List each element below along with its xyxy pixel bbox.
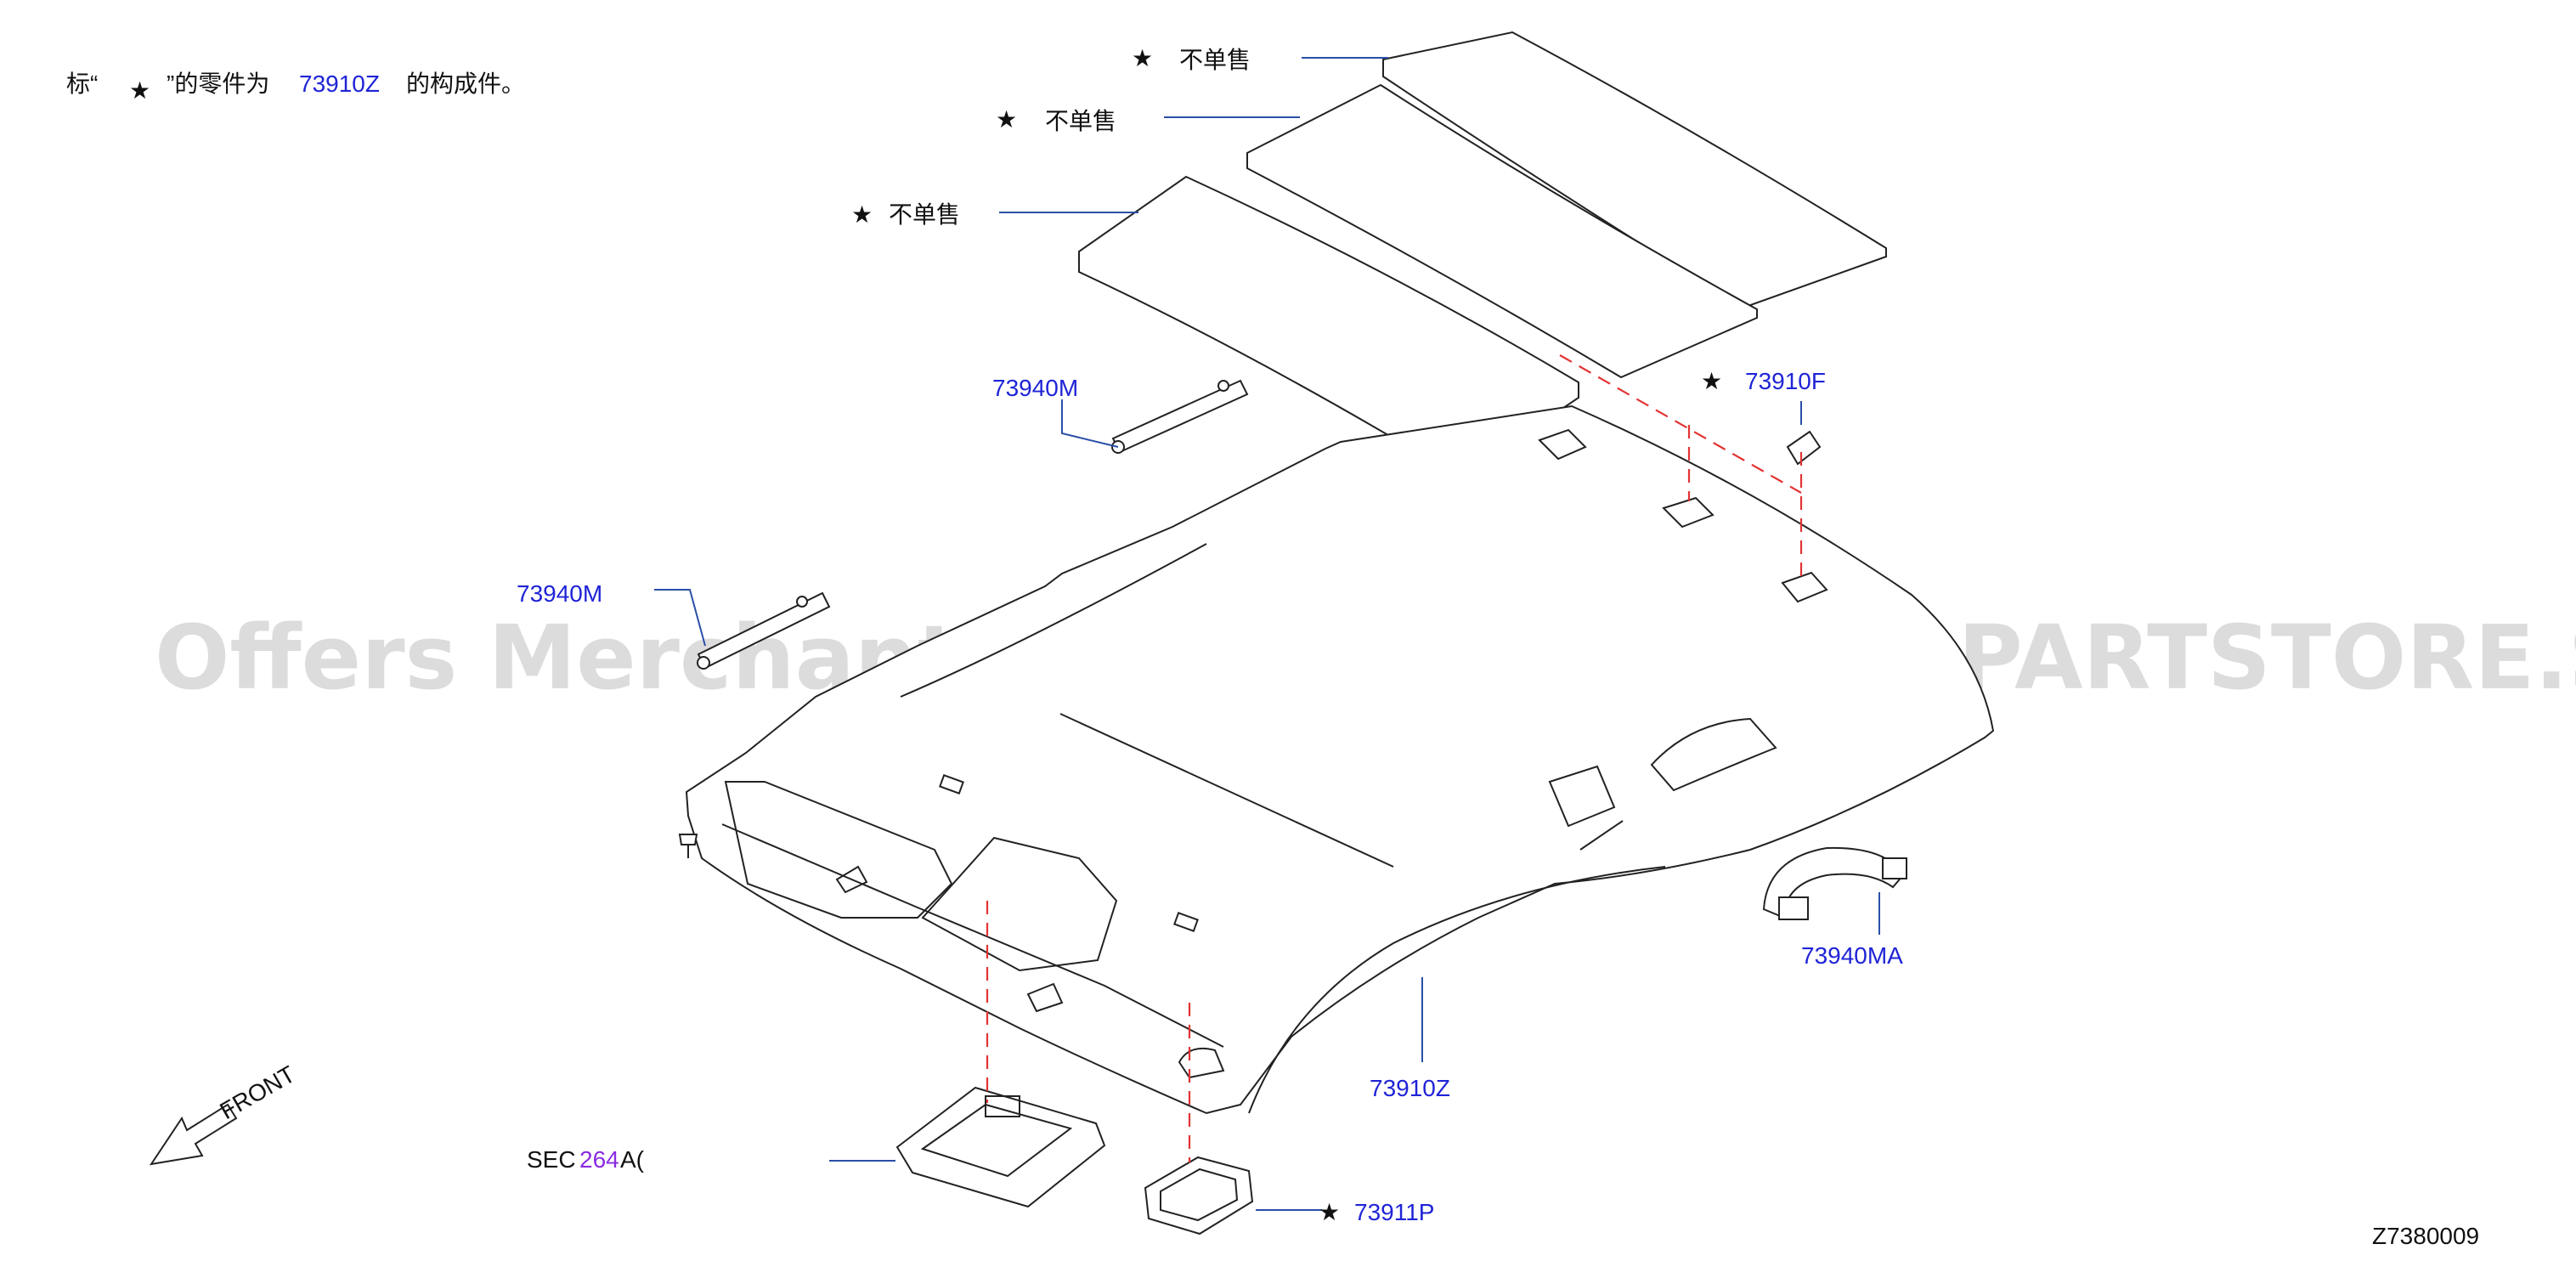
section-reference[interactable]: SEC 264 A( <box>527 1146 645 1173</box>
star-icon: ★ <box>129 77 150 104</box>
map-lamp <box>895 1086 1106 1208</box>
sun-visor-lower <box>697 591 831 670</box>
label-not-sold-2: ★ 不单售 <box>996 106 1116 134</box>
label-73910F[interactable]: ★ 73910F <box>1701 368 1826 394</box>
part-number-73940M-lower[interactable]: 73940M <box>517 580 602 607</box>
front-indicator: FRONT <box>149 1060 300 1166</box>
not-sold-text: 不单售 <box>1045 108 1116 134</box>
label-not-sold-3: ★ 不单售 <box>851 201 960 228</box>
note-prefix: 标“ <box>66 71 98 97</box>
section-suffix: A( <box>620 1146 645 1173</box>
star-icon: ★ <box>996 106 1017 133</box>
not-sold-text: 不单售 <box>1179 47 1251 73</box>
screw <box>678 834 698 858</box>
part-number-73940M-upper[interactable]: 73940M <box>992 375 1078 401</box>
part-number-73910Z[interactable]: 73910Z <box>1370 1075 1450 1101</box>
label-73911P[interactable]: ★ 73911P <box>1319 1199 1434 1225</box>
star-icon: ★ <box>1701 368 1722 394</box>
lead-lines <box>654 57 1880 1211</box>
part-number-73910F[interactable]: 73910F <box>1745 368 1826 394</box>
insulator-panel-rear <box>1382 31 1887 309</box>
legend-note: 标“ ★ ”的零件为 73910Z 的构成件。 <box>66 71 525 104</box>
section-prefix: SEC <box>527 1146 576 1173</box>
diagram-id: Z7380009 <box>2372 1223 2479 1249</box>
section-number-link[interactable]: 264 <box>579 1146 619 1173</box>
front-label: FRONT <box>216 1060 300 1124</box>
dashed-guides <box>986 354 1803 1162</box>
part-number-73911P[interactable]: 73911P <box>1354 1199 1434 1225</box>
insulator-panel-middle <box>1246 83 1758 379</box>
star-icon: ★ <box>851 201 873 228</box>
insulator-panel-front <box>1078 175 1579 479</box>
front-arrow-icon <box>149 1103 238 1166</box>
note-end: 的构成件。 <box>406 71 525 97</box>
not-sold-text: 不单售 <box>889 201 960 228</box>
star-icon: ★ <box>1319 1199 1340 1225</box>
clip-73910F <box>1786 430 1822 466</box>
sun-visor-upper <box>1111 379 1249 454</box>
headliner <box>685 404 1995 1115</box>
assist-grip <box>1762 846 1907 920</box>
room-lamp-lens <box>1144 1156 1254 1236</box>
roof-clips <box>1538 428 1828 603</box>
label-not-sold-1: ★ 不单售 <box>1132 45 1251 73</box>
note-part-link[interactable]: 73910Z <box>299 71 380 97</box>
part-number-73940MA[interactable]: 73940MA <box>1801 942 1903 969</box>
star-icon: ★ <box>1132 45 1153 71</box>
note-suffix: ”的零件为 <box>167 71 269 97</box>
